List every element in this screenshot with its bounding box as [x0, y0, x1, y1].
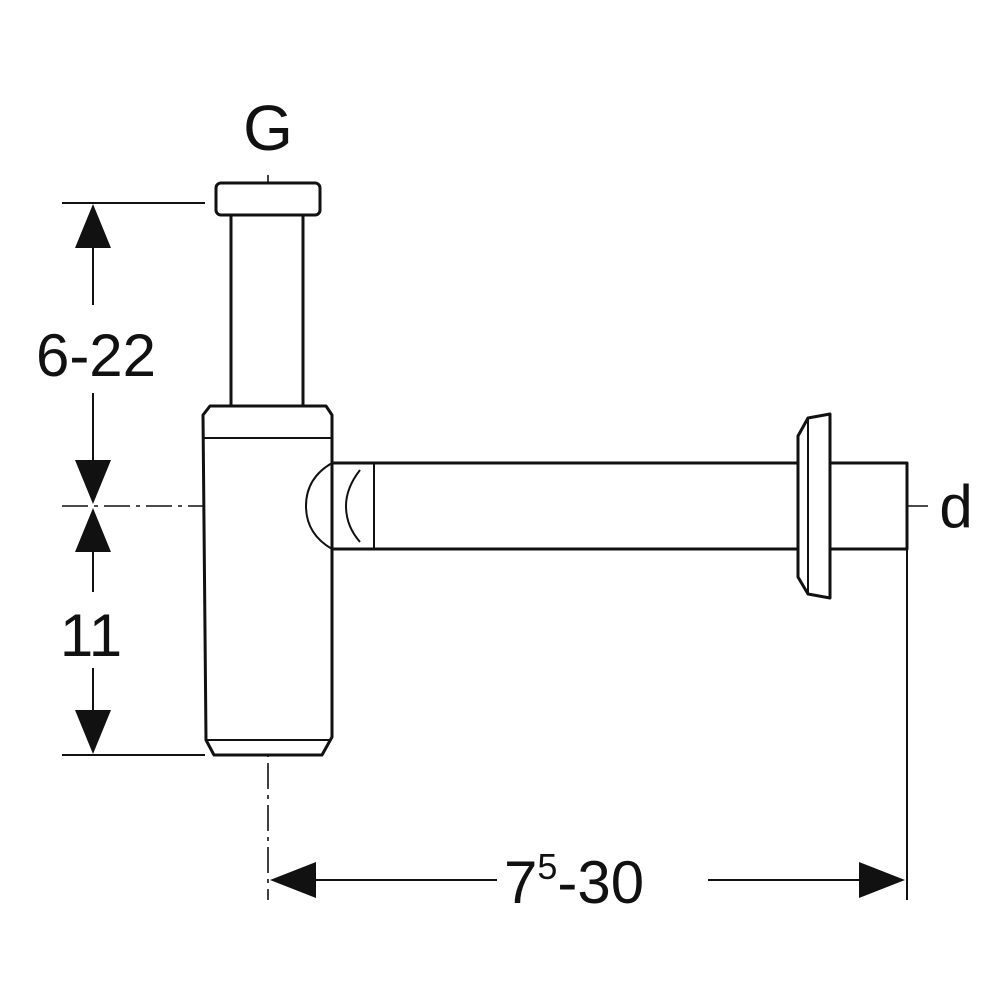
arrow-right: [859, 862, 905, 898]
wall-rosette: [796, 412, 832, 600]
length-range-label: 75-30: [504, 846, 644, 916]
arrow-left: [270, 862, 316, 898]
length-rest: -30: [557, 849, 644, 916]
top-cap: [214, 181, 322, 217]
top-connection-label: G: [243, 92, 293, 164]
length-main: 7: [504, 849, 537, 916]
outlet-diameter-label: d: [939, 473, 972, 540]
arrow-down-bottom: [75, 710, 111, 754]
arrow-up-top: [75, 204, 111, 248]
pipe-joint-inner: [344, 469, 361, 543]
height-adjust-label: 6-22: [36, 322, 156, 389]
trap-body: [201, 404, 334, 757]
arrow-down-center: [75, 460, 111, 504]
pipe-joint-curve: [304, 462, 333, 550]
arrow-up-center: [75, 508, 111, 552]
vertical-tailpiece: [229, 213, 305, 410]
length-superscript: 5: [537, 846, 557, 887]
lower-offset-label: 11: [60, 602, 122, 669]
